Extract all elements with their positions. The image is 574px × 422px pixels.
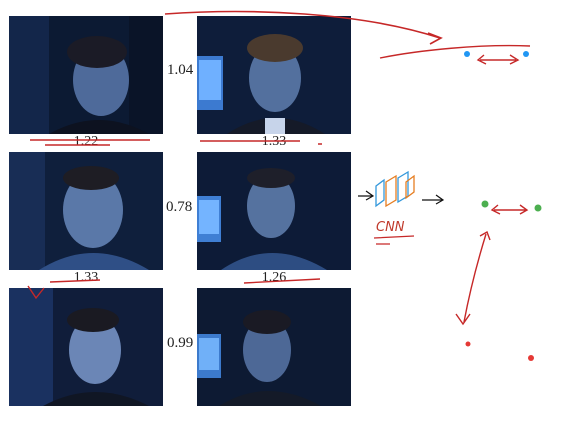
cnn-label: CNN (376, 220, 405, 235)
face-photo-row3-left (9, 288, 163, 406)
face-photo-row1-left (9, 16, 163, 134)
face-photo-row3-right (197, 288, 351, 406)
cyan-dot-left (464, 51, 470, 57)
arrow-out-of-cnn (422, 194, 445, 205)
face-photo-row2-right (197, 152, 351, 270)
face-photo-row1-right (197, 16, 351, 134)
caption-row2-left: 1.33 (73, 270, 99, 285)
green-dot-right (534, 204, 542, 212)
caption-row1-right: 1.33 (261, 134, 287, 149)
similarity-score-row2: 0.78 (166, 199, 193, 215)
red-dot-right (528, 355, 534, 361)
red-dot-left (465, 341, 471, 347)
arrowhead-top (427, 32, 443, 45)
caption-row2-right: 1.26 (261, 270, 287, 285)
cnn-layers-icon (375, 170, 415, 208)
cnn-underline (373, 235, 415, 245)
double-arrow-cyan (476, 54, 520, 65)
cyan-dot-right (523, 51, 529, 57)
similarity-score-row3: 0.99 (167, 335, 194, 351)
caption-row1-left: 1.22 (73, 134, 99, 149)
double-arrow-green (490, 204, 529, 215)
stroke-top-right (379, 44, 531, 59)
green-dot-left (481, 200, 489, 208)
face-photo-row2-left (9, 152, 163, 270)
vertical-double-arrow (455, 230, 491, 326)
arrow-into-cnn (358, 190, 375, 201)
similarity-score-row1: 1.04 (167, 62, 194, 78)
